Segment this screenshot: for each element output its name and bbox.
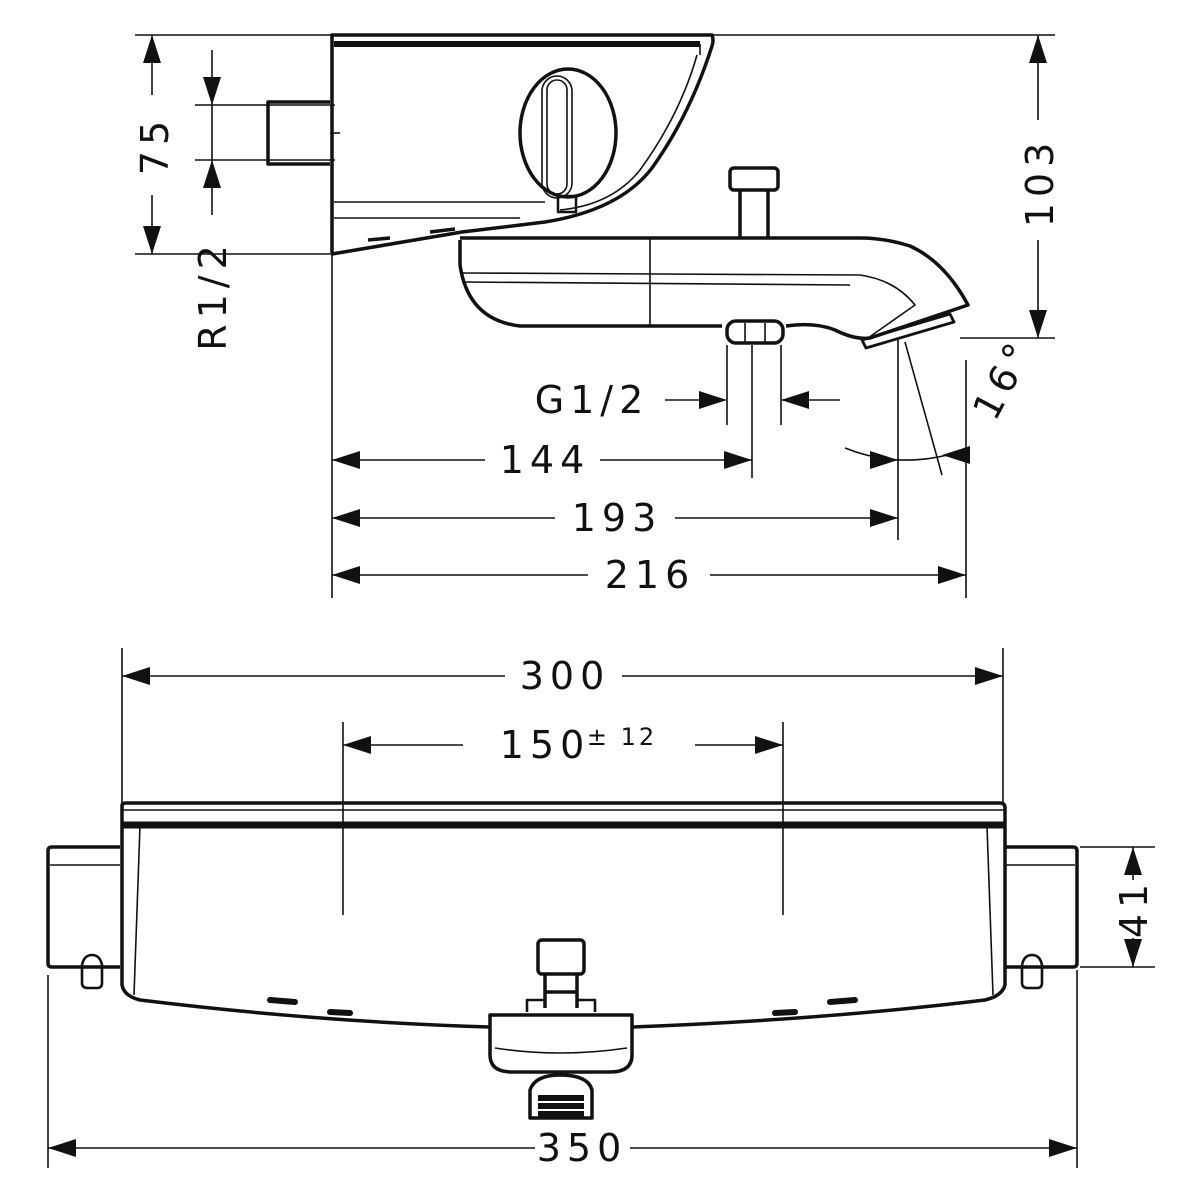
dim-label-350: 350	[537, 1126, 628, 1170]
spout-side	[458, 236, 970, 350]
arrowhead	[1124, 939, 1142, 967]
arrowhead	[1029, 35, 1047, 63]
wall-inlet-right	[1005, 845, 1079, 990]
dim-label-193: 193	[572, 496, 663, 540]
dim-label-41: 41	[1112, 878, 1156, 938]
spout-front	[488, 1013, 634, 1120]
dim-label-103: 103	[1018, 137, 1062, 228]
arrowhead	[1029, 310, 1047, 338]
thermostat-body-front	[120, 801, 1007, 1029]
wall-inlet-left	[46, 845, 120, 990]
dim-label-16deg: 16°	[964, 331, 1043, 427]
side-view: 75 R1/2 103 G1/2 144 193 216 16°	[133, 33, 1062, 598]
arrowhead	[203, 77, 221, 105]
side-dimension-arrows	[143, 35, 1047, 584]
arrowhead	[332, 451, 360, 469]
arrowhead	[332, 509, 360, 527]
arrowhead	[942, 446, 970, 464]
dim-label-g12: G1/2	[535, 378, 650, 422]
dim-label-216: 216	[605, 553, 696, 597]
dim-label-300: 300	[520, 654, 611, 698]
outlet-connector-side	[725, 319, 785, 345]
arrowhead	[143, 226, 161, 254]
dim-label-tolerance: ± 12	[587, 723, 657, 751]
front-view: 300 150 ± 12 41 350	[46, 648, 1156, 1170]
side-dimension-lines	[135, 34, 1055, 598]
arrowhead	[870, 451, 898, 469]
dim-label-150: 150	[500, 723, 591, 767]
dim-label-144: 144	[500, 438, 591, 482]
dim-label-r12: R1/2	[191, 239, 235, 351]
arrowhead	[1049, 1139, 1077, 1157]
dim-label-75: 75	[133, 115, 177, 175]
arrowhead	[975, 667, 1003, 685]
arrowhead	[122, 667, 150, 685]
arrowhead	[781, 391, 809, 409]
wall-inlet-side	[266, 100, 340, 166]
arrowhead	[755, 736, 783, 754]
temperature-knob	[518, 67, 618, 214]
arrowhead	[48, 1139, 76, 1157]
arrowhead	[938, 566, 966, 584]
arrowhead	[343, 736, 371, 754]
thermostat-body-side	[330, 33, 715, 256]
front-dimension-arrows	[48, 667, 1142, 1157]
arrowhead	[143, 35, 161, 63]
diverter-front	[525, 938, 597, 1012]
front-dimension-lines	[47, 648, 1155, 1168]
arrowhead	[203, 160, 221, 188]
arrowhead	[1124, 847, 1142, 875]
diverter-side	[728, 166, 780, 238]
arrowhead	[332, 566, 360, 584]
arrowhead	[724, 451, 752, 469]
arrowhead	[699, 391, 727, 409]
arrowhead	[870, 509, 898, 527]
